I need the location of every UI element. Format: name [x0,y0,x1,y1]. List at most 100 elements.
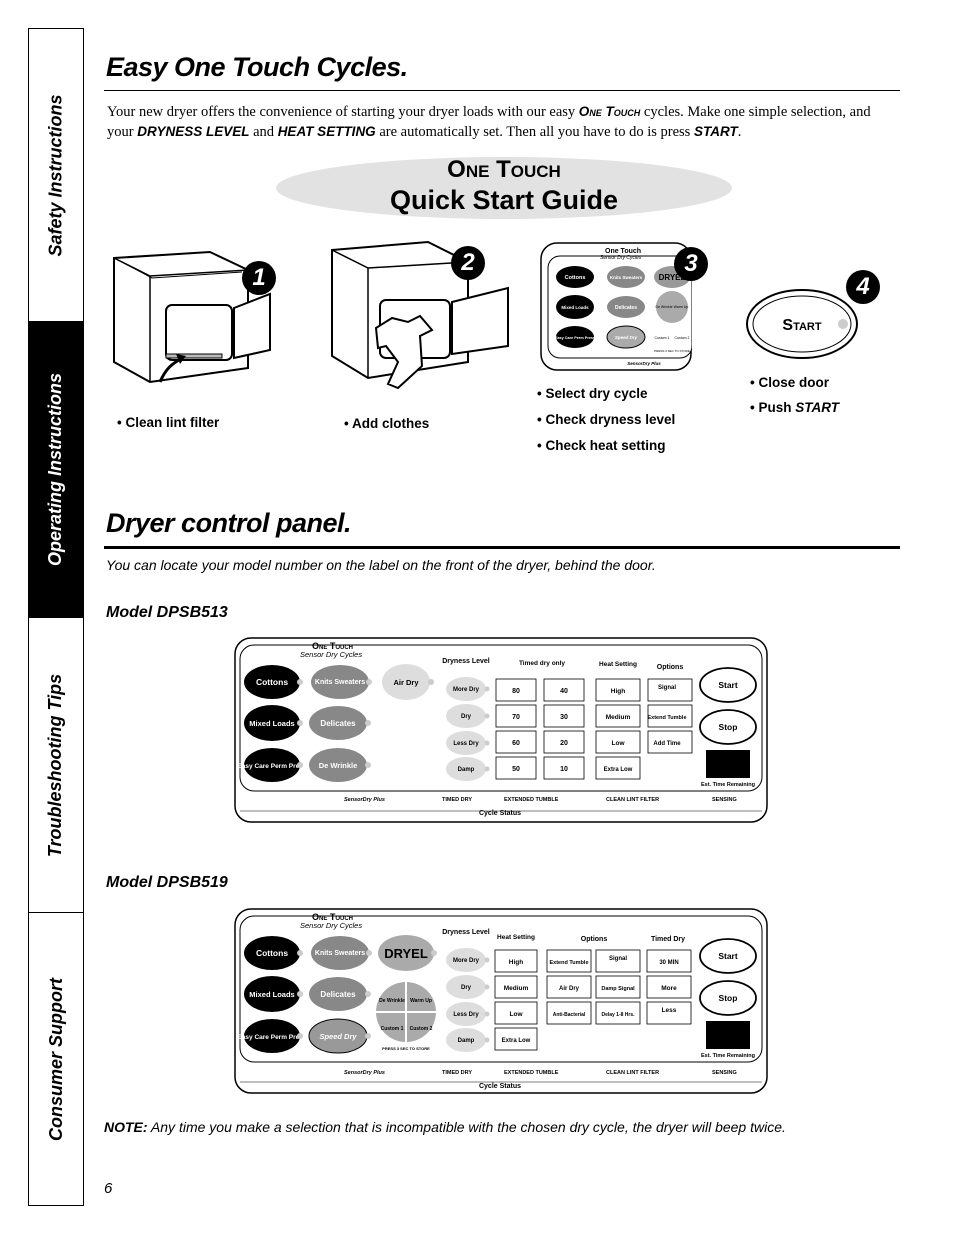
p2-option-air-dry[interactable]: Air Dry [546,975,592,999]
step-2-bullet: • Add clothes [344,416,430,431]
p2-knits-button[interactable]: Knits Sweaters [311,936,372,970]
p2-wheel-custom1[interactable]: Custom 1 [381,1026,404,1032]
p1-dryness-less[interactable]: Less Dry [446,731,490,755]
tab-safety-instructions[interactable]: Safety Instructions [29,29,83,322]
p2-mixed-button[interactable]: Mixed Loads [244,976,303,1012]
p1-timed-60[interactable]: 60 [495,730,537,754]
p1-dewrinkle-button[interactable]: De Wrinkle [309,748,371,782]
p1-delicates-button[interactable]: Delicates [309,706,371,740]
p2-dryness-header: Dryness Level [442,929,490,936]
mini-mixed: Mixed Loads [561,305,589,310]
p1-dryness-damp[interactable]: Damp [446,757,490,781]
svg-text:Damp Signal: Damp Signal [601,986,635,992]
svg-text:30: 30 [560,714,568,721]
p2-cottons-button[interactable]: Cottons [244,936,303,970]
mini-panel-title: One Touch [605,248,641,255]
p2-wheel-dewrinkle[interactable]: De Wrinkle [379,998,405,1004]
p2-heat-medium[interactable]: Medium [494,975,538,999]
p2-option-anti-bacterial[interactable]: Anti-Bacterial [546,1001,592,1025]
p1-timed-40[interactable]: 40 [543,678,585,702]
mini-easycare: Easy Care Perm Press [555,336,595,340]
p1-stop-button[interactable]: Stop [699,709,757,745]
control-panel-dpsb513: One Touch Sensor Dry Cycles Cottons Knit… [234,637,768,823]
p2-dryness-less[interactable]: Less Dry [446,1002,490,1026]
p2-stop-button[interactable]: Stop [699,980,757,1016]
svg-text:Less: Less [662,1007,677,1014]
p1-heat-low[interactable]: Low [595,730,641,754]
step-number-2: 2 [451,246,485,280]
p1-airdry-button[interactable]: Air Dry [382,664,434,700]
p1-dryness-dry[interactable]: Dry [446,704,490,728]
p1-mixed-button[interactable]: Mixed Loads [244,705,303,741]
svg-text:Stop: Stop [719,993,738,1003]
p2-dryness-damp[interactable]: Damp [446,1028,490,1052]
p1-option-signal[interactable]: Signal [647,678,693,702]
p2-dryel-button[interactable]: DRYEL [378,935,437,971]
p2-heat-low[interactable]: Low [494,1001,538,1025]
tab-consumer-support[interactable]: Consumer Support [45,977,66,1141]
p2-wheel-custom2[interactable]: Custom 2 [410,1026,433,1032]
svg-text:Add Time: Add Time [653,741,681,747]
step-3-bullet-3: • Check heat setting [537,438,666,453]
p2-start-button[interactable]: Start [699,938,757,974]
p1-cottons-button[interactable]: Cottons [244,665,303,699]
model-label-dpsb513: Model DPSB513 [106,604,228,621]
p1-cycle-status: Cycle Status [479,810,521,817]
p1-heat-high[interactable]: High [595,678,641,702]
p1-time-display [706,750,750,778]
mini-dewrinkle: De Wrinkle [655,305,672,309]
p1-dryness-more[interactable]: More Dry [446,677,490,701]
sidebar: Safety Instructions Operating Instructio… [28,28,84,1206]
p2-wheel-warmup[interactable]: Warm Up [410,998,432,1004]
p2-timed-header: Timed Dry [651,936,685,943]
p2-heat-high[interactable]: High [494,949,538,973]
p1-heat-extralow[interactable]: Extra Low [595,756,641,780]
svg-text:30 MIN: 30 MIN [659,960,678,966]
svg-text:80: 80 [512,688,520,695]
p1-easycare-button[interactable]: Easy Care Perm Press [237,748,307,782]
p1-status-lint: CLEAN LINT FILTER [606,797,659,803]
p2-option-damp-signal[interactable]: Damp Signal [595,975,641,999]
p2-option-extend-tumble[interactable]: Extend Tumble [546,949,592,973]
svg-text:More: More [661,985,677,992]
p1-timed-80[interactable]: 80 [495,678,537,702]
p1-timed-20[interactable]: 20 [543,730,585,754]
p2-dryness-more[interactable]: More Dry [446,948,490,972]
p2-delicates-button[interactable]: Delicates [309,977,371,1011]
p2-heat-extralow[interactable]: Extra Low [494,1027,538,1051]
p1-timed-30[interactable]: 30 [543,704,585,728]
svg-text:Speed Dry: Speed Dry [319,1032,357,1041]
p1-heat-medium[interactable]: Medium [595,704,641,728]
p2-option-signal[interactable]: Signal [595,949,641,973]
svg-text:Delicates: Delicates [320,990,356,999]
p1-timed-10[interactable]: 10 [543,756,585,780]
p2-option-delay[interactable]: Delay 1-8 Hrs. [595,1001,641,1025]
p1-timed-50[interactable]: 50 [495,756,537,780]
p2-timed-less[interactable]: Less [646,1001,692,1025]
p2-one-touch: One Touch [312,912,353,922]
p1-option-add-time[interactable]: Add Time [647,730,693,754]
mini-custom2: Custom 2 [675,336,690,340]
p1-knits-button[interactable]: Knits Sweaters [311,665,372,699]
quick-start-title-2: Quick Start Guide [389,185,619,215]
svg-text:60: 60 [512,740,520,747]
p1-start-button[interactable]: Start [699,667,757,703]
svg-text:Cottons: Cottons [256,948,288,958]
intro-paragraph: Your new dryer offers the convenience of… [107,104,871,140]
p1-status-timed: TIMED DRY [442,797,472,803]
p2-timed-more[interactable]: More [646,975,692,999]
p2-timed-30min[interactable]: 30 MIN [646,949,692,973]
p1-timed-70[interactable]: 70 [495,704,537,728]
p1-option-extend-tumble[interactable]: Extend Tumble [647,704,693,728]
tab-troubleshooting-tips[interactable]: Troubleshooting Tips [29,618,83,913]
p2-options-header: Options [581,936,608,943]
tab-operating-instructions[interactable]: Operating Instructions [29,322,83,618]
step-4-bullet-1: • Close door [750,375,829,390]
p2-easycare-button[interactable]: Easy Care Perm Press [237,1019,307,1053]
svg-text:Damp: Damp [458,767,475,773]
p1-options-header: Options [657,664,684,671]
p2-heat-header: Heat Setting [497,934,535,941]
p2-dryness-dry[interactable]: Dry [446,975,490,999]
step-number-3: 3 [674,247,708,281]
p2-speeddry-button[interactable]: Speed Dry [308,1018,371,1054]
